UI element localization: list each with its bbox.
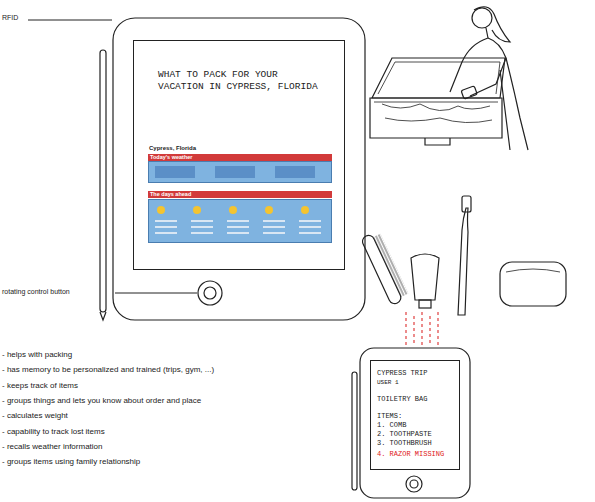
sun-icon	[301, 206, 309, 214]
handheld-screen: CYPRESS TRIP USER 1 TOILETRY BAG ITEMS:1. C…	[370, 360, 460, 470]
forecast-line	[263, 220, 285, 222]
sun-icon	[229, 206, 237, 214]
part-label: RFID	[2, 14, 18, 21]
toothbrush	[458, 208, 468, 315]
woman-hair	[474, 7, 510, 42]
missing-item: 4. RAZOR MISSING	[377, 450, 459, 458]
screen-line: USER 1	[377, 379, 457, 386]
control-button	[406, 476, 422, 492]
toothpaste-cap	[419, 300, 431, 308]
pouch-zipper	[506, 269, 560, 272]
feature-item: - groups items using family relationship	[2, 457, 140, 466]
woman-arm	[470, 38, 506, 96]
screen-line: CYPRESS TRIP	[377, 369, 457, 377]
screen-line: ITEMS:	[377, 412, 457, 420]
forecast-line	[155, 232, 177, 234]
sun-icon	[193, 206, 201, 214]
toothbrush-bristles	[462, 196, 471, 212]
feature-item: - helps with packing	[2, 350, 72, 359]
woman-arm	[450, 28, 488, 92]
feature-item: - calculates weight	[2, 411, 68, 420]
screen-line: 1. COMB	[377, 421, 457, 429]
forecast-line	[227, 232, 249, 234]
suitcase-lid-inner	[378, 62, 500, 94]
handheld-in-hand	[461, 86, 477, 99]
feature-item: - groups things and lets you know about …	[2, 396, 201, 405]
forecast-body	[148, 199, 332, 243]
suitcase-rim	[374, 102, 498, 103]
toiletry-pouch	[500, 262, 566, 306]
forecast-line	[299, 220, 321, 222]
screen-heading: WHAT TO PACK FOR YOUR VACATION IN CYPRES…	[158, 69, 328, 93]
comb	[361, 230, 410, 306]
forecast-line	[227, 220, 249, 222]
forecast-line	[155, 220, 177, 222]
forecast-line	[263, 232, 285, 234]
weather-cell	[215, 166, 255, 178]
toothpaste	[411, 254, 439, 300]
feature-item: - capability to track lost items	[2, 427, 105, 436]
forecast-line	[227, 226, 249, 228]
forecast-line	[299, 226, 321, 228]
suitcase-handle	[425, 138, 450, 145]
feature-item: - has memory to be personalized and trai…	[2, 365, 214, 374]
stylus-tip	[100, 312, 106, 320]
suitcase-lid	[372, 58, 505, 98]
screen-line: 2. TOOTHPASTE	[377, 430, 457, 438]
screen-line: 3. TOOTHBRUSH	[377, 439, 457, 447]
section-bar: Today's weather	[148, 154, 332, 161]
weather-cell	[155, 166, 195, 178]
weather-cell	[275, 166, 315, 178]
forecast-line	[263, 226, 285, 228]
tablet-screen: Cypress, FloridaToday's weatherThe days …	[133, 40, 345, 270]
leader-line	[115, 293, 197, 294]
woman-body	[500, 58, 528, 150]
clothes	[382, 104, 490, 111]
city-name: Cypress, Florida	[149, 145, 329, 151]
sun-icon	[157, 206, 165, 214]
weather-panel: Cypress, FloridaToday's weather	[148, 145, 332, 186]
forecast-panel: The days ahead	[148, 191, 332, 246]
clothes	[385, 118, 492, 123]
control-button	[198, 281, 222, 305]
feature-item: - recalls weather information	[2, 442, 102, 451]
sun-icon	[265, 206, 273, 214]
control-button-inner	[410, 480, 418, 488]
section-bar: The days ahead	[148, 191, 332, 198]
stylus	[100, 50, 106, 312]
control-button-inner	[204, 287, 216, 299]
weather-body	[148, 161, 332, 183]
handheld-body	[360, 348, 470, 498]
stylus	[352, 372, 357, 490]
forecast-line	[191, 232, 213, 234]
screen-line: TOILETRY BAG	[377, 395, 457, 403]
tablet-body	[113, 18, 365, 320]
rfid-signal	[406, 312, 438, 346]
forecast-line	[155, 226, 177, 228]
suitcase-base	[370, 98, 502, 138]
forecast-line	[191, 220, 213, 222]
forecast-line	[191, 226, 213, 228]
leader-line	[28, 20, 112, 21]
forecast-line	[299, 232, 321, 234]
feature-item: - keeps track of items	[2, 381, 78, 390]
part-label: rotating control button	[2, 288, 70, 295]
woman-head	[472, 8, 492, 28]
